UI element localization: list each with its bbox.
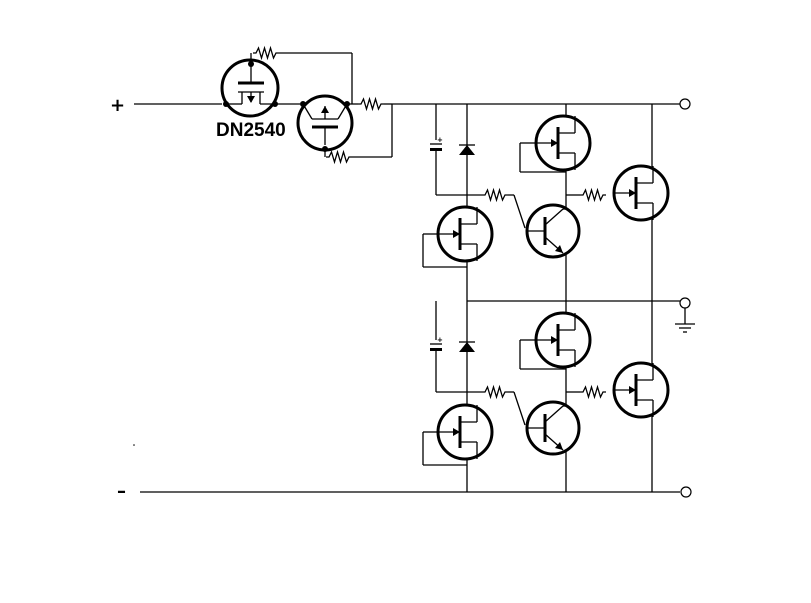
jfet-upper-left: [436, 205, 494, 263]
positive-supply-label: +: [110, 95, 125, 116]
negative-output-terminal: [680, 486, 692, 498]
upper-regulator: +: [422, 114, 670, 268]
jfet-upper-right: [612, 164, 670, 222]
jfet-lower-right: [612, 361, 670, 419]
jfet-lower-left: [436, 403, 494, 461]
zener-diode-upper: [459, 144, 475, 155]
negative-supply-label: –: [117, 481, 126, 502]
jfet-lower-mid: [534, 311, 592, 369]
positive-rail: [134, 98, 691, 110]
negative-rail: [140, 486, 692, 498]
svg-text:+: +: [437, 336, 443, 344]
capacitor-lower: +: [430, 336, 482, 393]
capacitor-upper: +: [430, 136, 482, 196]
dn2540-limiter: [220, 47, 393, 163]
ground-output-terminal: [679, 297, 691, 309]
svg-text:+: +: [437, 136, 443, 144]
positive-output-terminal: [679, 98, 691, 110]
mosfet-2: [296, 94, 354, 152]
ground-rail: [467, 297, 695, 333]
part-label-dn2540: DN2540: [216, 120, 286, 141]
mosfet-1: [220, 58, 300, 118]
npn-lower: [525, 400, 581, 456]
lower-regulator: +: [422, 301, 670, 466]
npn-upper: [525, 203, 581, 259]
zener-diode-lower: [459, 341, 475, 352]
jfet-upper-mid: [534, 114, 592, 172]
